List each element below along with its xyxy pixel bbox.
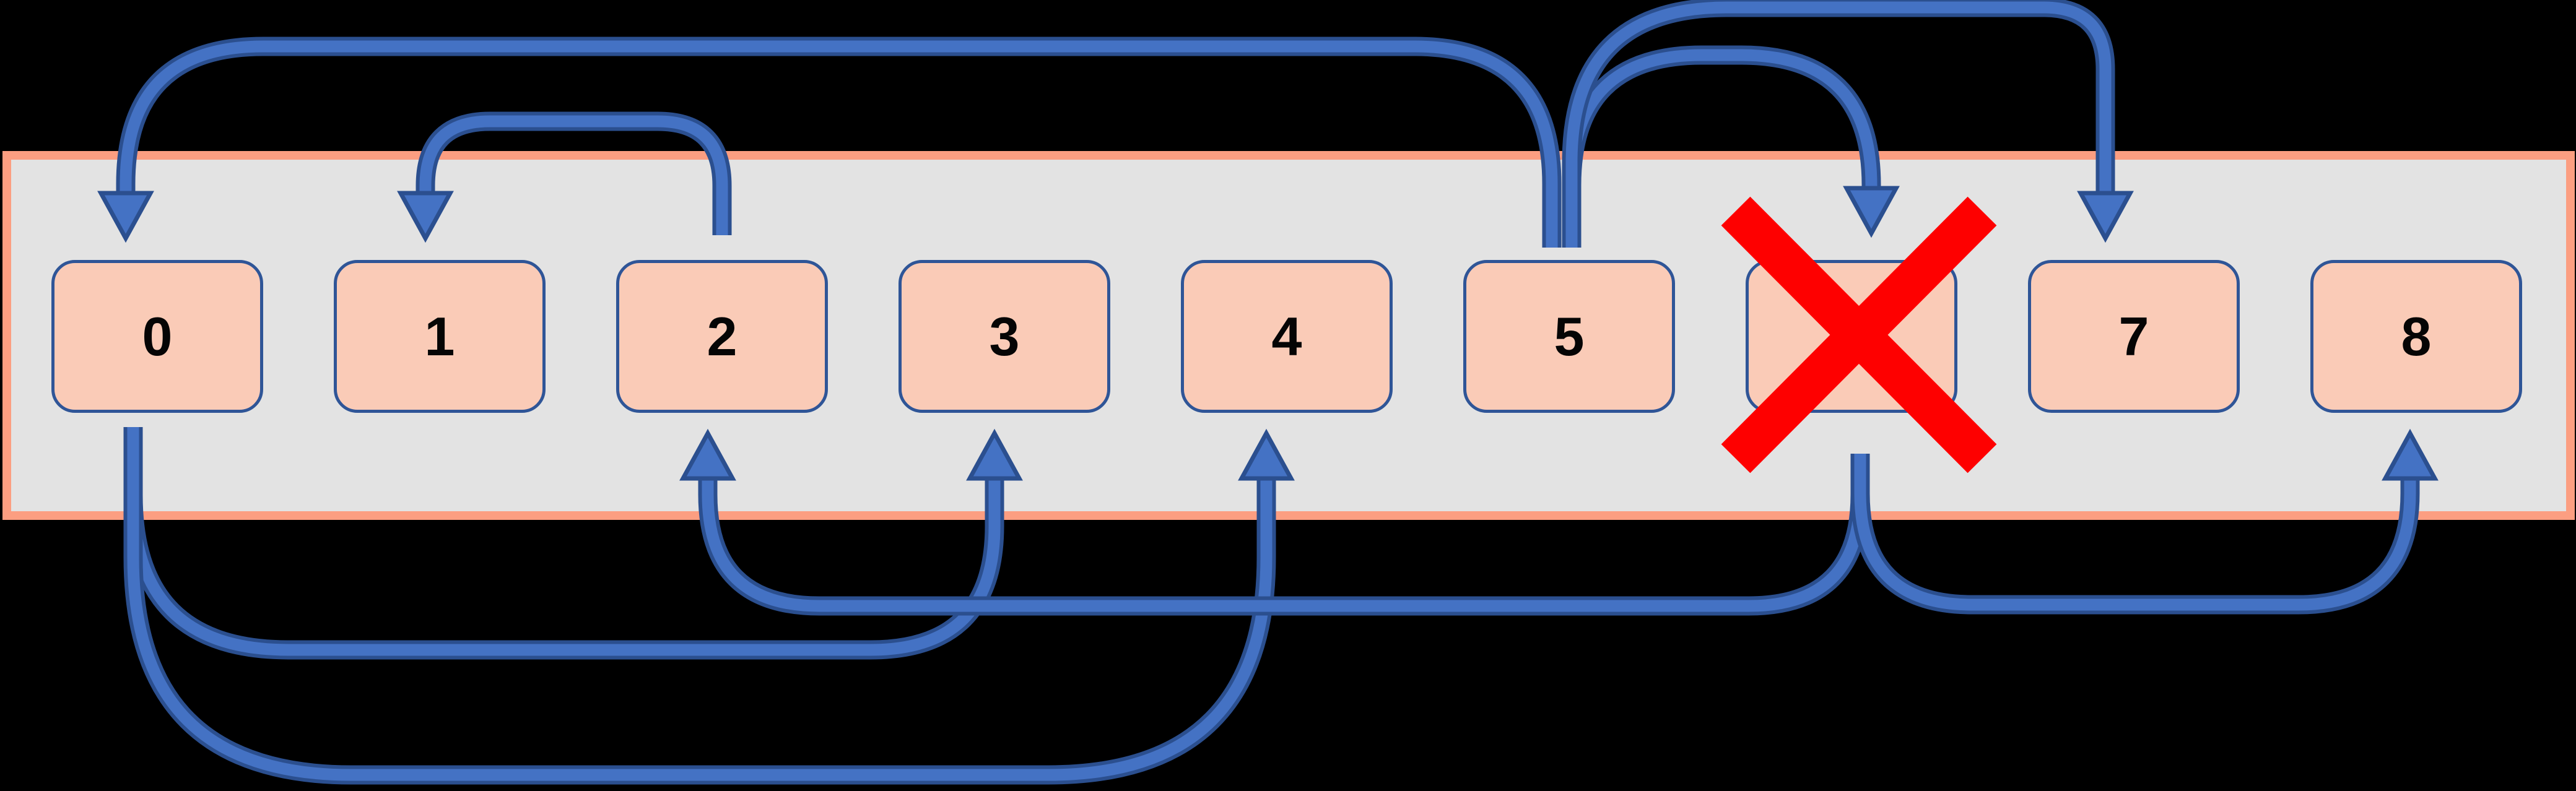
node-label-1: 1: [424, 305, 455, 367]
node-label-0: 0: [142, 305, 173, 367]
node-box-4: 4: [1181, 260, 1393, 413]
node-label-4: 4: [1271, 305, 1302, 367]
node-box-5: 5: [1463, 260, 1675, 413]
node-label-7: 7: [2118, 305, 2149, 367]
node-box-0: 0: [51, 260, 263, 413]
node-label-8: 8: [2401, 305, 2432, 367]
node-label-3: 3: [989, 305, 1020, 367]
node-box-2: 2: [616, 260, 828, 413]
node-box-3: 3: [899, 260, 1110, 413]
node-label-5: 5: [1554, 305, 1585, 367]
node-box-8: 8: [2310, 260, 2522, 413]
node-box-6: [1746, 260, 1957, 413]
node-box-1: 1: [334, 260, 546, 413]
node-label-2: 2: [707, 305, 738, 367]
node-box-7: 7: [2028, 260, 2240, 413]
